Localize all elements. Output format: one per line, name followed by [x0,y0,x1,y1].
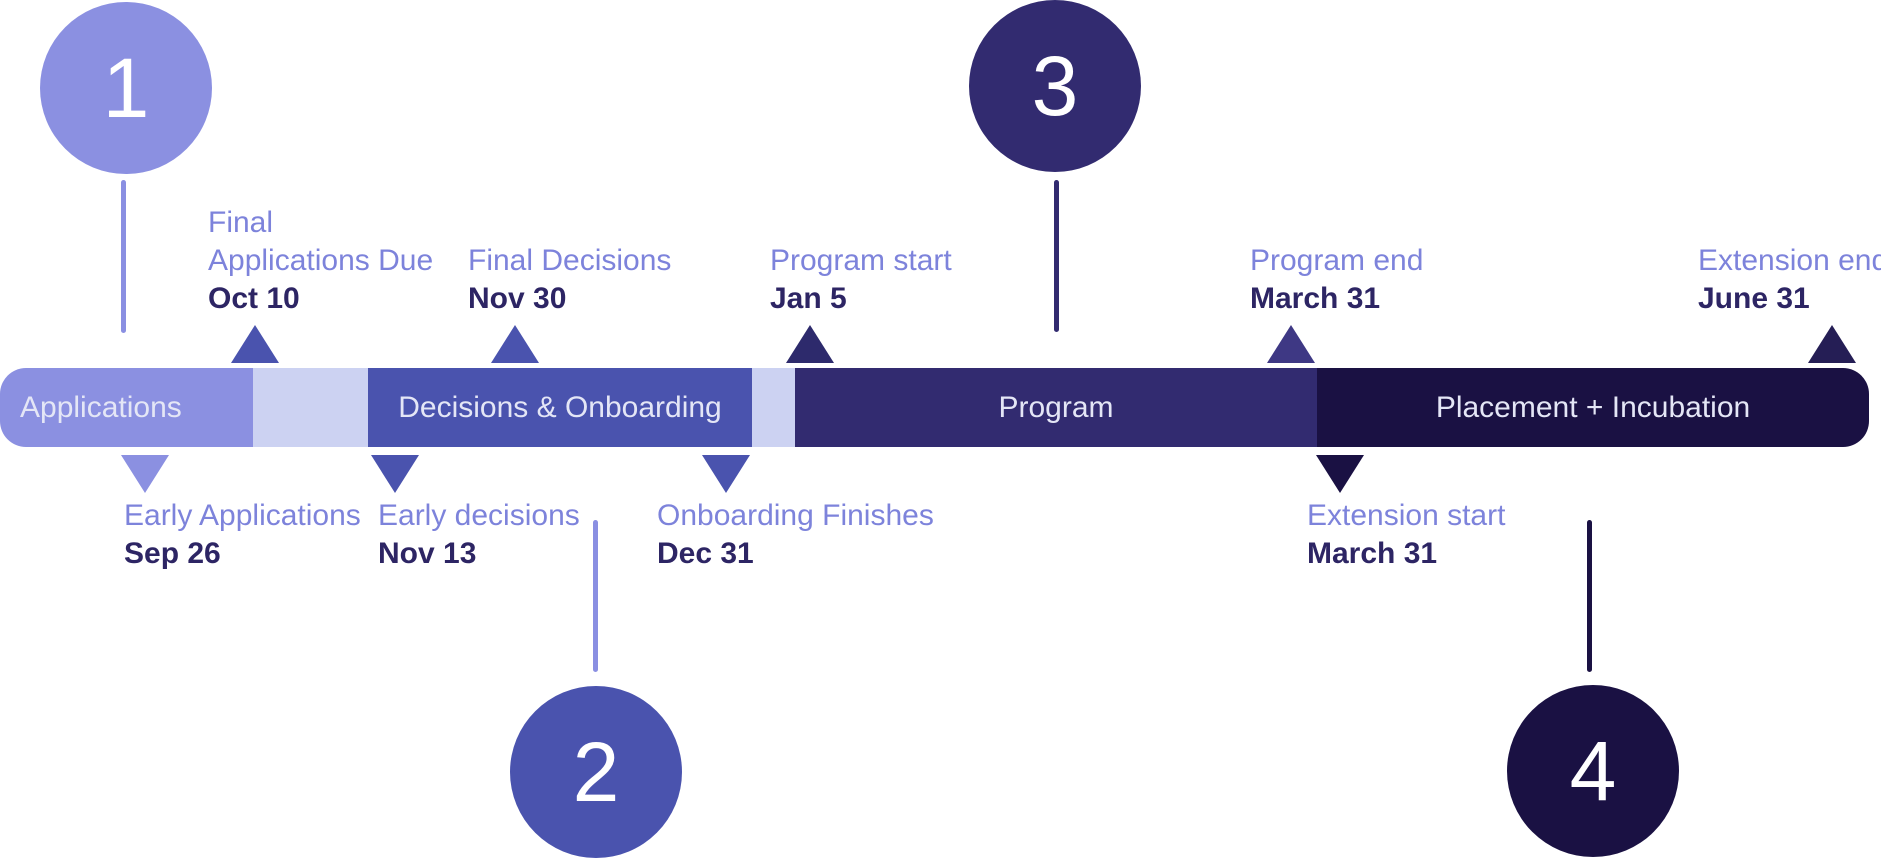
milestone-label-onboarding-finishes: Onboarding Finishes Dec 31 [657,497,934,573]
phase-circle-2: 2 [510,686,682,858]
phase-connector-line-2 [593,520,598,672]
milestone-marker-up-oct10 [231,325,279,363]
milestone-label-extension-start: Extension start March 31 [1307,497,1505,573]
milestone-marker-down-dec31 [702,455,750,493]
milestone-marker-up-jan5 [786,325,834,363]
milestone-title: Extension end [1698,244,1881,277]
milestone-label-final-applications-due: Final Applications Due Oct 10 [208,204,433,318]
timeline-bar: Applications Decisions & Onboarding Prog… [0,368,1869,447]
timeline-segment-decisions-onboarding: Decisions & Onboarding [368,368,752,447]
phase-connector-line-4 [1587,520,1592,672]
timeline-segment-program: Program [795,368,1317,447]
segment-label: Program [998,390,1114,424]
milestone-marker-down-mar31 [1316,455,1364,493]
milestone-title: Extension start [1307,499,1506,532]
milestone-date: Jan 5 [770,282,847,315]
milestone-marker-up-jun31 [1808,325,1856,363]
milestone-title: Final [208,206,274,239]
milestone-marker-up-mar31 [1267,325,1315,363]
milestone-title: Early decisions [378,499,580,532]
milestone-label-early-decisions: Early decisions Nov 13 [378,497,580,573]
milestone-title: Program end [1250,244,1424,277]
timeline-gap-1 [253,368,368,447]
milestone-title: Program start [770,244,952,277]
segment-label: Applications [20,390,182,424]
timeline-segment-applications: Applications [0,368,253,447]
milestone-title: Onboarding Finishes [657,499,934,532]
milestone-marker-down-sep26 [121,455,169,493]
timeline-segment-placement-incubation: Placement + Incubation [1317,368,1869,447]
milestone-date: Oct 10 [208,282,300,315]
phase-connector-line-3 [1054,180,1059,332]
milestone-date: March 31 [1307,537,1438,570]
phase-circle-3: 3 [969,0,1141,172]
milestone-date: June 31 [1698,282,1810,315]
milestone-date: March 31 [1250,282,1381,315]
milestone-label-program-start: Program start Jan 5 [770,242,952,318]
milestone-title: Final Decisions [468,244,672,277]
milestone-label-program-end: Program end March 31 [1250,242,1423,318]
milestone-label-early-applications: Early Applications Sep 26 [124,497,361,573]
phase-circle-4: 4 [1507,685,1679,857]
milestone-marker-down-nov13 [371,455,419,493]
timeline-gap-2 [752,368,795,447]
phase-circle-1: 1 [40,2,212,174]
milestone-date: Dec 31 [657,537,754,570]
milestone-label-extension-end: Extension end June 31 [1698,242,1881,318]
segment-label: Decisions & Onboarding [398,390,722,424]
milestone-title: Early Applications [124,499,361,532]
milestone-date: Nov 30 [468,282,567,315]
milestone-date: Nov 13 [378,537,477,570]
milestone-label-final-decisions: Final Decisions Nov 30 [468,242,671,318]
milestone-date: Sep 26 [124,537,221,570]
phase-connector-line-1 [121,180,126,333]
segment-label: Placement + Incubation [1435,390,1751,424]
milestone-marker-up-nov30 [491,325,539,363]
milestone-title: Applications Due [208,244,434,277]
